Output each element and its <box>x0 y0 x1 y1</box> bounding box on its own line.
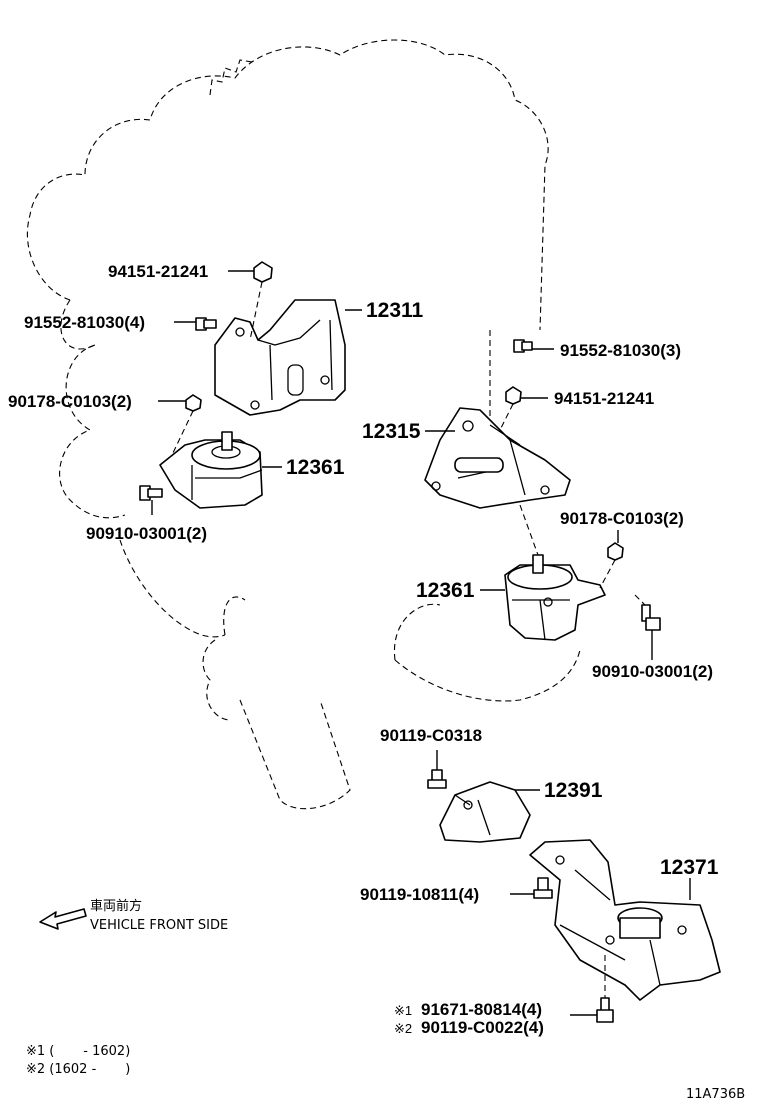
direction-arrow-icon <box>39 908 87 930</box>
callout-90178-C0103-upper: 90178-C0103(2) <box>8 392 132 411</box>
callout-12315: 12315 <box>362 420 421 443</box>
footnotes: ※1 ( - 1602) ※2 (1602 - ) <box>26 1044 130 1077</box>
bolt-90910-upper <box>139 485 163 501</box>
engine-phantom-outline <box>26 39 581 810</box>
callout-12361-lower: 12361 <box>416 579 475 602</box>
nut-90178-right <box>607 542 624 561</box>
callout-94151-21241-upper: 94151-21241 <box>108 262 208 281</box>
fasteners <box>139 261 661 1023</box>
callout-90119-C0022: 90119-C0022(4) <box>421 1018 544 1037</box>
diagram-code: 11A736B <box>686 1087 745 1102</box>
mount-insulator-12361-upper <box>159 431 263 509</box>
callout-12361-upper: 12361 <box>286 456 345 479</box>
nut-94151-right <box>505 386 522 405</box>
mount-bracket-12315 <box>424 407 571 509</box>
callout-mark-1: ※1 <box>394 1003 412 1018</box>
callout-12311: 12311 <box>366 299 424 322</box>
bolt-91552-right <box>513 339 533 353</box>
mount-insulator-12361-lower <box>504 554 606 641</box>
bolt-90119-10811 <box>533 877 553 899</box>
footnote-2: ※2 (1602 - ) <box>26 1062 130 1077</box>
callout-labels: 94151-21241 91552-81030(4) 12311 90178-C… <box>8 262 719 1037</box>
bolt-91552-upper <box>195 317 217 331</box>
callout-90910-03001-upper: 90910-03001(2) <box>86 524 207 543</box>
callout-90119-C0318: 90119-C0318 <box>380 726 482 745</box>
mount-bracket-12311 <box>214 299 346 416</box>
leader-lines <box>151 270 691 1016</box>
footnote-1: ※1 ( - 1602) <box>26 1044 130 1059</box>
vehicle-front-indicator: 車両前方 VEHICLE FRONT SIDE <box>39 898 228 933</box>
direction-label-english: VEHICLE FRONT SIDE <box>90 918 228 933</box>
callout-90910-03001-right: 90910-03001(2) <box>592 662 713 681</box>
bolt-90119-C0318 <box>427 769 447 789</box>
callout-12371: 12371 <box>660 856 719 879</box>
direction-label-japanese: 車両前方 <box>90 898 142 914</box>
callout-94151-21241-right: 94151-21241 <box>554 389 654 408</box>
bolt-90910-right <box>641 604 661 631</box>
mount-bracket-12391 <box>439 781 531 843</box>
callout-mark-2: ※2 <box>394 1021 412 1036</box>
callout-90178-C0103-right: 90178-C0103(2) <box>560 509 684 528</box>
nut-94151-upper <box>253 261 273 283</box>
nut-90178-upper <box>185 394 202 412</box>
callout-91671-80814: 91671-80814(4) <box>421 1000 542 1019</box>
bolt-91671-90119-bottom <box>596 997 614 1023</box>
callout-91552-81030-3: 91552-81030(3) <box>560 341 681 360</box>
callout-12391: 12391 <box>544 779 603 802</box>
mount-bracket-12371 <box>529 839 721 1001</box>
callout-90119-10811: 90119-10811(4) <box>360 885 479 904</box>
callout-91552-81030-4: 91552-81030(4) <box>24 313 145 332</box>
